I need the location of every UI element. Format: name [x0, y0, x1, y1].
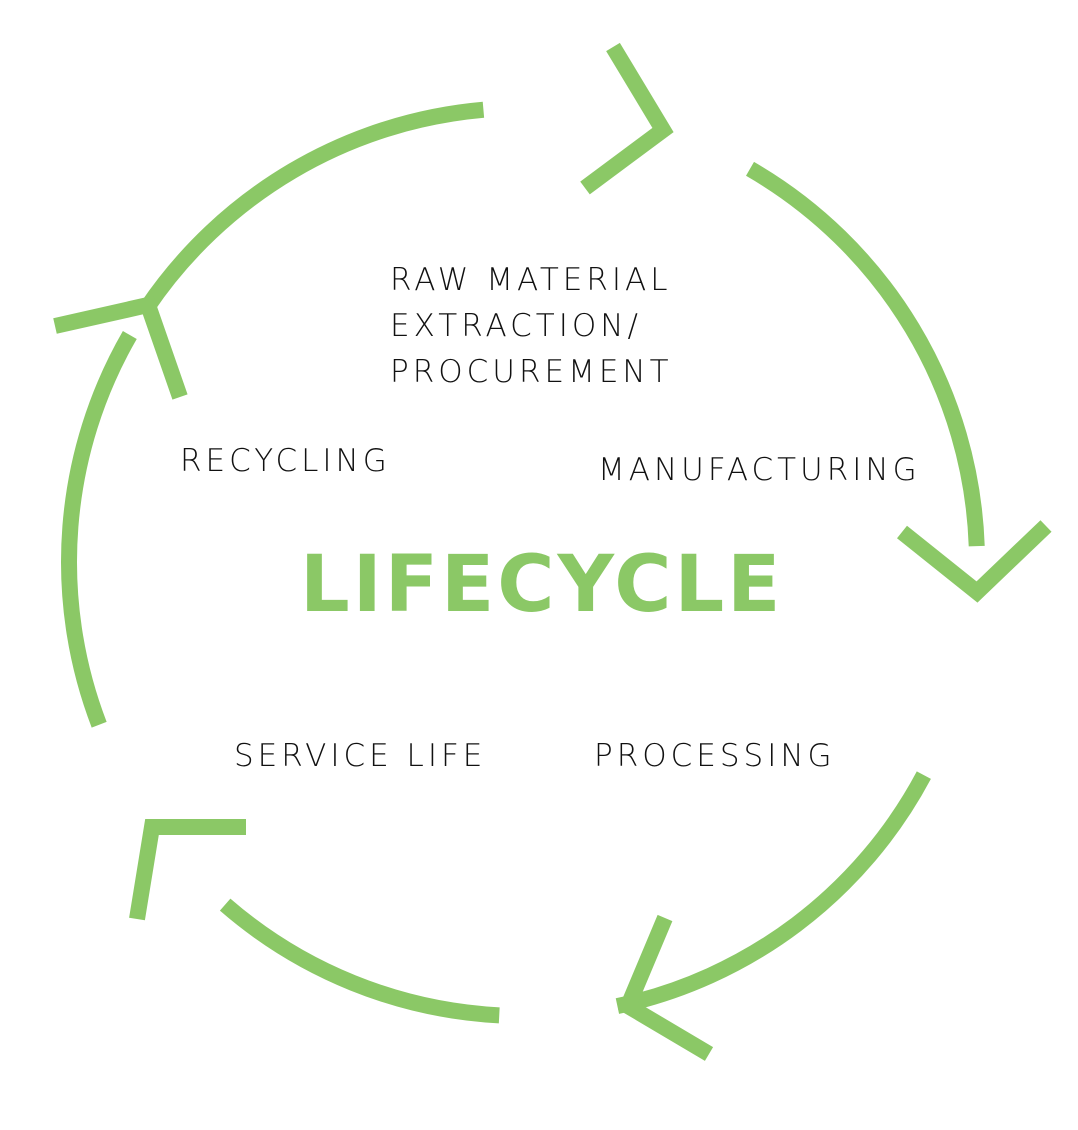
arrow-service-life-to-recycling — [53, 295, 188, 728]
arrow-arc — [615, 771, 931, 1014]
arrow-arc — [745, 161, 985, 547]
arrow-processing-to-service-life — [129, 819, 500, 1024]
arrow-head-icon — [53, 295, 188, 400]
arrow-head-icon — [129, 819, 246, 921]
arrow-head-icon — [617, 914, 714, 1061]
diagram-title: LIFECYCLE — [300, 540, 784, 630]
stage-processing: PROCESSING — [594, 738, 836, 774]
arrow-head-icon — [580, 42, 674, 195]
stage-raw-material-line: RAW MATERIAL — [390, 262, 672, 298]
stage-recycling: RECYCLING — [180, 443, 391, 479]
stage-raw-material: RAW MATERIAL EXTRACTION/ PROCUREMENT — [390, 257, 673, 395]
arrow-arc — [219, 898, 500, 1024]
stage-service-life: SERVICE LIFE — [234, 738, 487, 774]
arrow-recycling-to-raw-material — [139, 42, 674, 313]
stage-raw-material-line: EXTRACTION/ — [390, 308, 642, 344]
arrow-manufacturing-to-processing — [615, 771, 931, 1061]
arrow-raw-material-to-manufacturing — [745, 161, 1052, 603]
stage-manufacturing: MANUFACTURING — [598, 452, 921, 488]
arrow-head-icon — [897, 520, 1052, 603]
arrow-arc — [139, 101, 485, 313]
stage-raw-material-line: PROCUREMENT — [390, 354, 673, 390]
arrow-arc — [61, 331, 137, 728]
